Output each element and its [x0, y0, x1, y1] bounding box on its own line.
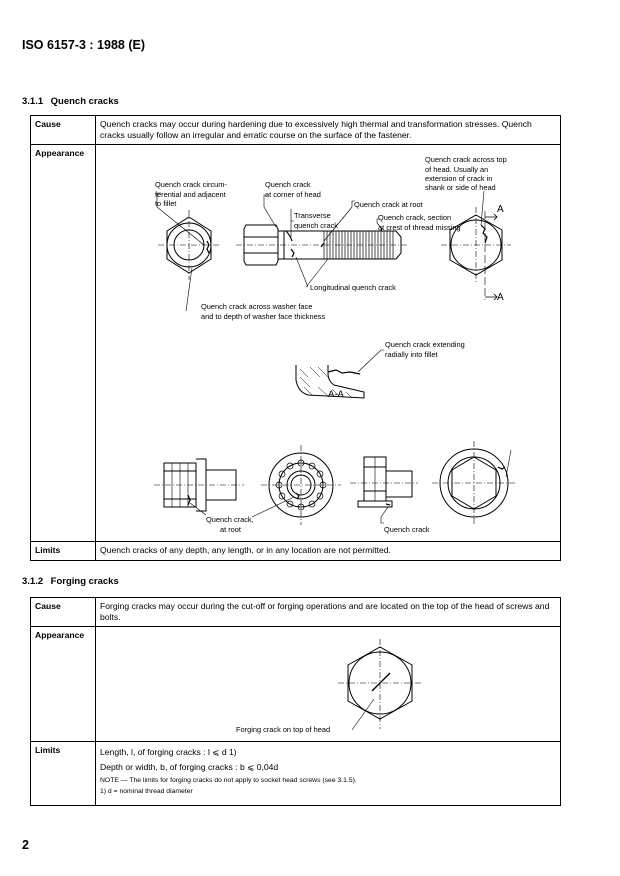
annotation-flange: Quench crack: [384, 525, 430, 535]
annotation-longitudinal: Longitudinal quench crack: [310, 283, 396, 293]
document-header: ISO 6157-3 : 1988 (E): [22, 38, 145, 52]
annotation-root: Quench crack at root: [354, 200, 423, 210]
section-number: 3.1.1: [22, 96, 44, 107]
appearance-label: Appearance: [30, 144, 96, 543]
limits-note: NOTE — The limits for forging cracks do …: [100, 776, 357, 784]
section-view-label: A-A: [328, 389, 344, 401]
annotation-top-of-head: Quench crack across top of head. Usually…: [425, 155, 507, 193]
annotation-corner: Quench crack at corner of head: [265, 180, 321, 199]
bolt-side-view: [236, 195, 408, 288]
annotation-transverse: Transverse quench crack: [294, 211, 338, 230]
forging-figure-caption: Forging crack on top of head: [236, 725, 331, 735]
section-title: Quench cracks: [50, 96, 119, 107]
appearance-label: Appearance: [30, 626, 96, 743]
limit-depth: Depth or width, b, of forging cracks : b…: [100, 761, 279, 772]
annotation-washer-face: Quench crack across washer face and to d…: [201, 302, 326, 321]
hex-head-end-view: [156, 193, 220, 312]
quench-crack-drawings: [154, 191, 516, 526]
limits-label: Limits: [30, 741, 96, 807]
annotation-radial: Quench crack extending radially into fil…: [385, 340, 465, 359]
limits-text: Quench cracks of any depth, any length, …: [95, 541, 561, 561]
spline-end-view: [251, 445, 341, 526]
spline-head-side-view: [154, 458, 244, 516]
page-number: 2: [22, 838, 29, 852]
annotation-circumferential: Quench crack circum- ferential and adjac…: [155, 180, 227, 208]
forging-crack-drawing: [338, 639, 422, 731]
flange-bolt-side-view: [350, 456, 418, 524]
quench-cracks-table: Cause Quench cracks may occur during har…: [30, 114, 561, 561]
forging-cracks-table: Cause Forging cracks may occur during th…: [30, 596, 561, 807]
limits-label: Limits: [30, 541, 96, 561]
cause-label: Cause: [30, 596, 96, 628]
section-marker-bottom: A: [497, 292, 504, 304]
annotation-spline-root: Quench crack, at root: [206, 515, 254, 534]
annotation-crest: Quench crack, section at crest of thread…: [378, 213, 461, 232]
limits-cell: Length, l, of forging cracks : l ⩽ d 1) …: [95, 741, 561, 807]
appearance-figure-cell: Forging crack on top of head: [95, 626, 561, 743]
flange-bolt-end-view: [432, 441, 516, 526]
section-number: 3.1.2: [22, 576, 44, 587]
section-heading-quench: 3.1.1 Quench cracks: [22, 96, 119, 107]
limits-footnote: 1) d = nominal thread diameter: [100, 788, 193, 796]
appearance-figure-cell: Quench crack circum- ferential and adjac…: [95, 144, 561, 543]
section-heading-forging: 3.1.2 Forging cracks: [22, 576, 119, 587]
section-a-a-fillet: [295, 350, 384, 399]
hex-end-view-section: [441, 191, 511, 301]
cause-text: Forging cracks may occur during the cut-…: [95, 596, 561, 628]
limit-length: Length, l, of forging cracks : l ⩽ d 1): [100, 747, 237, 758]
section-title: Forging cracks: [50, 576, 119, 587]
section-marker-top: A: [497, 204, 504, 216]
cause-text: Quench cracks may occur during hardening…: [95, 114, 561, 146]
cause-label: Cause: [30, 114, 96, 146]
